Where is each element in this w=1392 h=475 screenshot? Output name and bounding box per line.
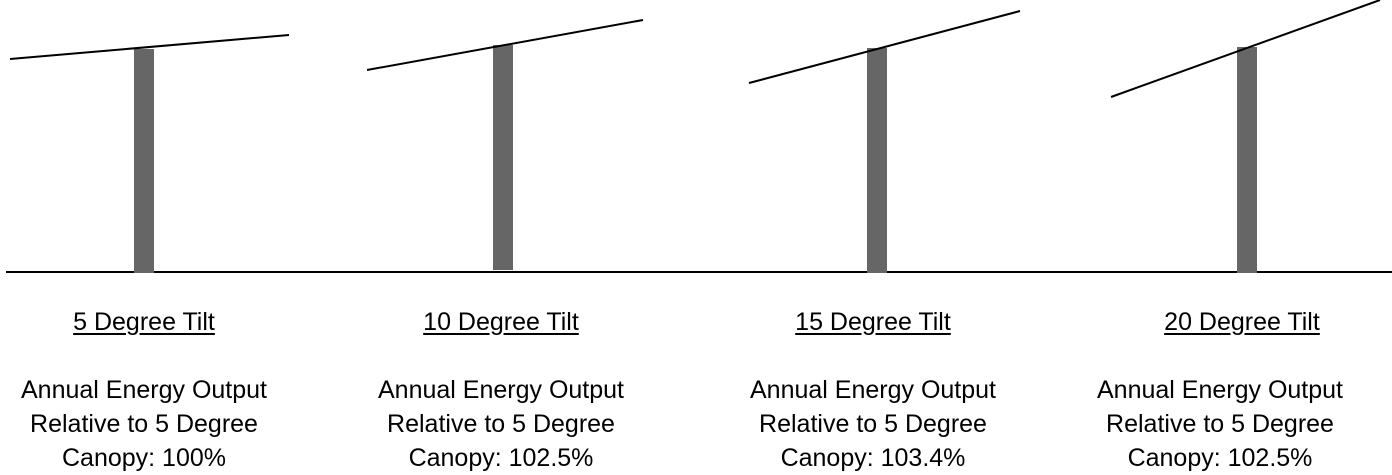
output-line-2: Relative to 5 Degree [387, 410, 615, 438]
energy-output-20: Annual Energy Output Relative to 5 Degre… [1050, 373, 1390, 475]
output-line-1: Annual Energy Output [1097, 376, 1343, 404]
support-post [867, 48, 887, 273]
solar-panel-line [366, 19, 644, 71]
tilt-title-5: 5 Degree Tilt [73, 308, 215, 336]
canopy-15-degree [748, 10, 1021, 273]
energy-output-15: Annual Energy Output Relative to 5 Degre… [703, 373, 1043, 475]
output-line-3: Canopy: 102.5% [408, 444, 594, 472]
tilt-title-20: 20 Degree Tilt [1164, 308, 1320, 336]
energy-output-5: Annual Energy Output Relative to 5 Degre… [0, 373, 314, 475]
output-line-1: Annual Energy Output [378, 376, 624, 404]
output-line-3: Canopy: 102.5% [1127, 444, 1313, 472]
output-line-3: Canopy: 103.4% [780, 444, 966, 472]
tilt-title-15: 15 Degree Tilt [795, 308, 951, 336]
tilt-title-10: 10 Degree Tilt [423, 308, 579, 336]
output-line-3: Canopy: 100% [61, 444, 226, 472]
solar-panel-line [9, 34, 290, 60]
output-line-2: Relative to 5 Degree [1106, 410, 1334, 438]
support-post [134, 49, 154, 273]
canopy-5-degree [9, 34, 290, 273]
support-post [493, 45, 513, 270]
canopy-10-degree [366, 19, 644, 270]
energy-output-10: Annual Energy Output Relative to 5 Degre… [331, 373, 671, 475]
output-line-1: Annual Energy Output [21, 376, 267, 404]
solar-panel-line [1110, 0, 1381, 98]
solar-panel-line [748, 10, 1021, 84]
support-post [1237, 47, 1257, 273]
output-line-2: Relative to 5 Degree [759, 410, 987, 438]
output-line-1: Annual Energy Output [750, 376, 996, 404]
canopy-20-degree [1110, 0, 1381, 273]
output-line-2: Relative to 5 Degree [30, 410, 258, 438]
